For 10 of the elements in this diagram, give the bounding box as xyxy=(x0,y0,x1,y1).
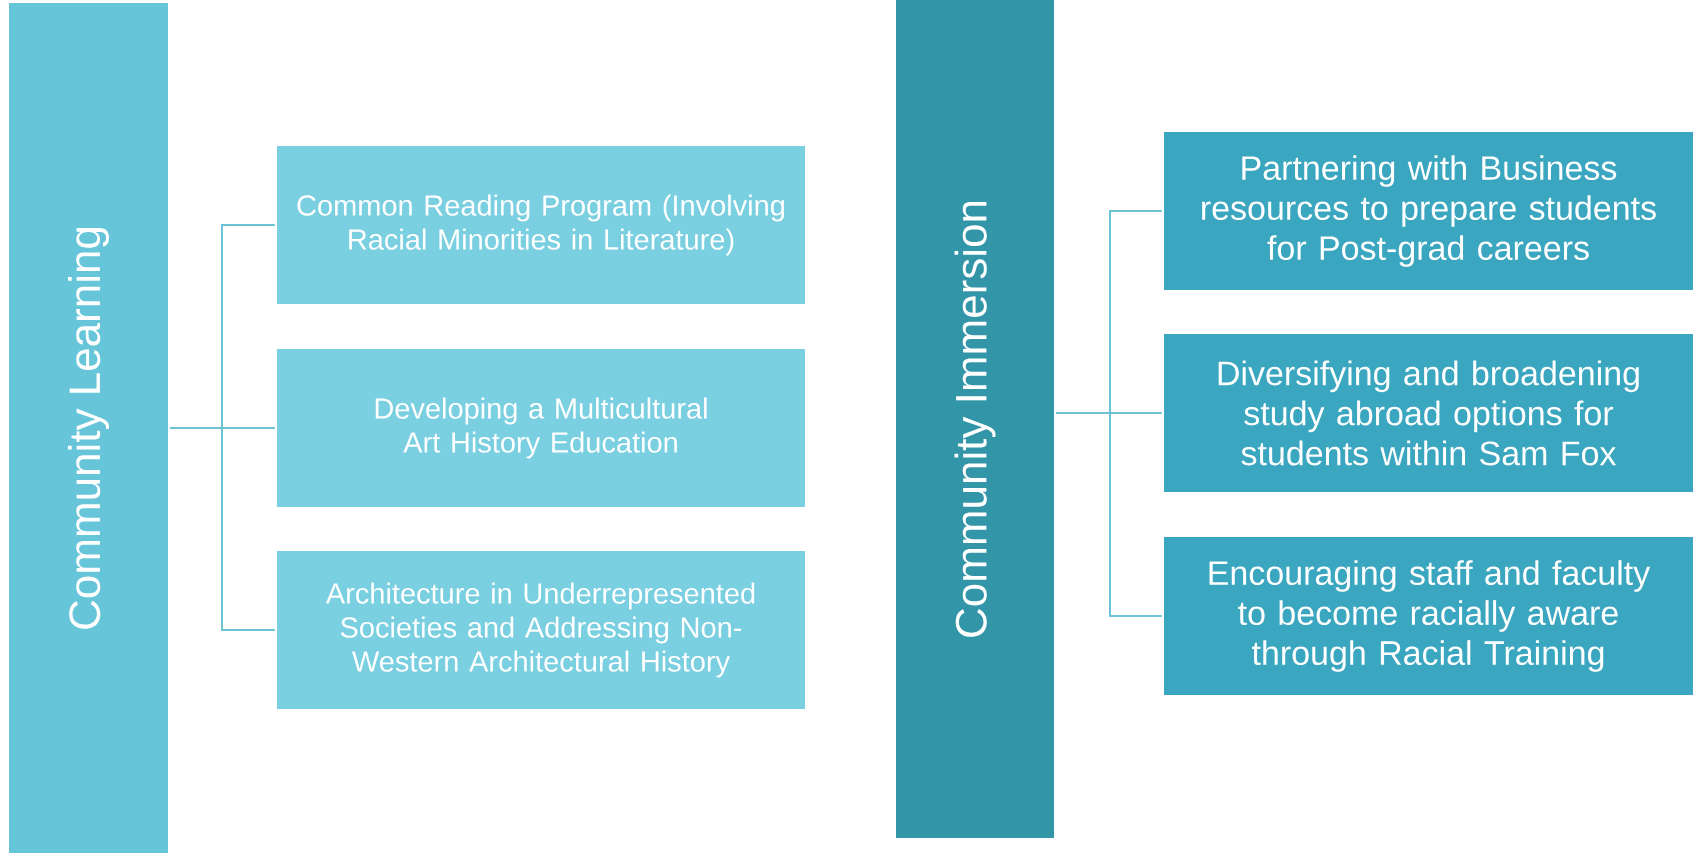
category-bar: Community Immersion xyxy=(896,0,1054,838)
program-box: Common Reading Program (Involving Racial Minorities in Literature) xyxy=(277,146,805,304)
program-box: Developing a Multicultural Art History Education xyxy=(277,349,805,507)
program-box: Diversifying and broadening study abroad options for students within Sam Fox xyxy=(1164,334,1693,492)
category-bar: Community Learning xyxy=(9,3,168,853)
connector xyxy=(169,427,276,631)
connector xyxy=(1055,412,1163,617)
program-box: Partnering with Business resources to prepare students for Post-grad careers xyxy=(1164,132,1693,290)
program-box: Architecture in Underrepresented Societies and Addressing Non-Western Architectural History xyxy=(277,551,805,709)
program-box: Encouraging staff and faculty to become racially aware through Racial Training xyxy=(1164,537,1693,695)
